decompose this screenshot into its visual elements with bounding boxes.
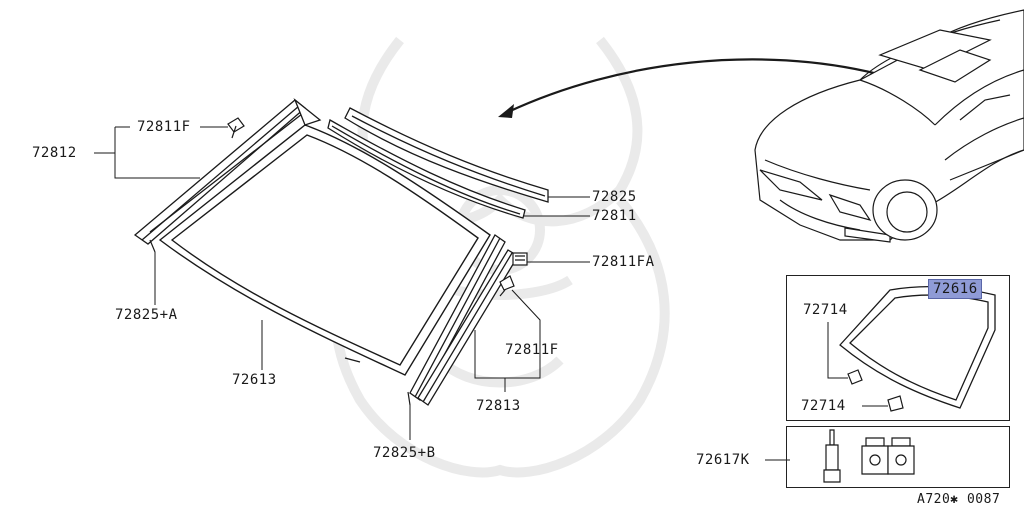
inset-box-kit <box>786 426 1010 488</box>
label-72811F-right: 72811F <box>505 342 559 358</box>
car-illustration <box>754 9 1024 243</box>
kit-72617K <box>823 429 915 483</box>
inset-box-glass <box>786 275 1010 421</box>
label-72812: 72812 <box>32 145 77 161</box>
direction-arrow <box>507 58 879 113</box>
label-72811: 72811 <box>592 208 637 224</box>
arrow-head <box>498 104 514 118</box>
label-72714-lower: 72714 <box>801 398 846 414</box>
leader-lines <box>94 126 976 461</box>
label-72811FA: 72811FA <box>592 254 655 270</box>
label-72825: 72825 <box>592 189 637 205</box>
clip-72811F-right <box>499 275 515 297</box>
clip-72825B-end <box>407 391 411 406</box>
molding-72812 <box>133 97 322 245</box>
inset-glass-72616 <box>839 285 996 409</box>
molding-72825 <box>327 107 549 219</box>
label-72811F-top: 72811F <box>137 119 191 135</box>
spacer-72714 <box>847 369 904 412</box>
windshield-glass <box>158 124 491 376</box>
label-72813: 72813 <box>476 398 521 414</box>
clip-72825A-end <box>149 239 156 253</box>
diagram-code: A720✱ 0087 <box>917 492 1001 507</box>
label-72825B: 72825+B <box>373 445 436 461</box>
clip-72811F-top <box>227 117 245 139</box>
label-72825A: 72825+A <box>115 307 178 323</box>
label-72616-highlighted: 72616 <box>928 279 982 299</box>
molding-72813 <box>409 234 519 406</box>
label-72613: 72613 <box>232 372 277 388</box>
label-72617K: 72617K <box>696 452 750 468</box>
clip-72811FA <box>512 252 528 266</box>
label-72714-upper: 72714 <box>803 302 848 318</box>
